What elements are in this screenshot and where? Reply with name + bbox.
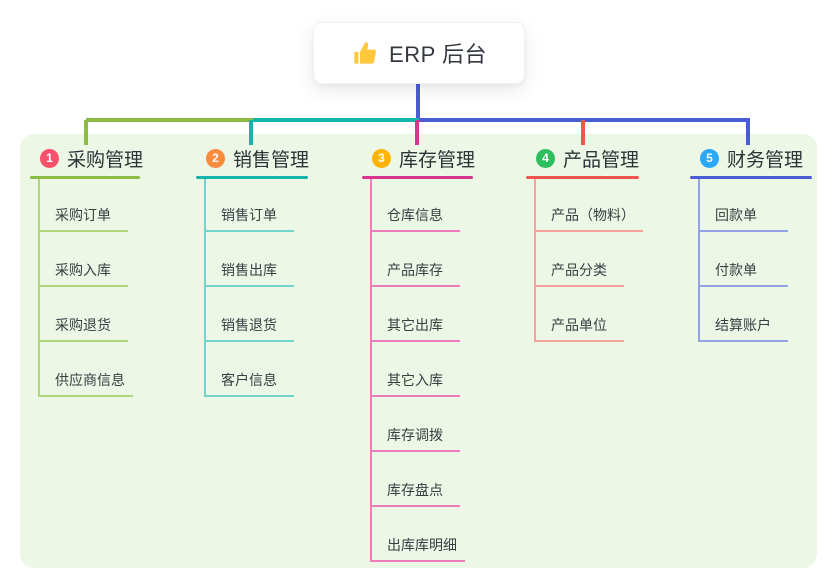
node-purchase-inbound[interactable]: 采购入库 [38,259,128,287]
branch-purchase-mgmt: 1 采购管理 采购订单 采购入库 采购退货 供应商信息 [30,146,144,397]
node-collection-slip[interactable]: 回款单 [698,204,788,232]
node-other-inbound[interactable]: 其它入库 [370,369,460,397]
branch-underline [362,176,473,179]
bus-line-sales [253,118,419,122]
branch-title: 产品管理 [563,149,640,171]
drop-line-sales [249,120,253,145]
thumbs-up-icon [354,41,376,64]
branch-finance-mgmt: 5 财务管理 回款单 付款单 结算账户 [690,146,812,342]
branch-children-line [698,179,700,342]
node-settlement-account[interactable]: 结算账户 [698,314,788,342]
node-warehouse-info[interactable]: 仓库信息 [370,204,460,232]
node-inventory-mgmt[interactable]: 3 库存管理 [362,146,476,171]
branch-children-line [534,179,536,342]
root-node-erp-backend[interactable]: ERP 后台 [313,22,525,84]
node-outbound-detail[interactable]: 出库库明细 [370,534,465,562]
root-node-label: ERP 后台 [389,42,487,67]
branch-title: 销售管理 [233,149,310,171]
branch-children-line [38,179,40,397]
node-stock-transfer[interactable]: 库存调拨 [370,424,460,452]
drop-line-finance [746,120,750,145]
branch-badge-3: 3 [372,148,391,168]
branch-title: 库存管理 [399,149,476,171]
node-other-outbound[interactable]: 其它出库 [370,314,460,342]
branch-product-mgmt: 4 产品管理 产品（物料） 产品分类 产品单位 [526,146,643,342]
node-product-category[interactable]: 产品分类 [534,259,624,287]
branch-underline [526,176,639,179]
branch-underline [196,176,308,179]
drop-line-inventory [415,120,419,145]
node-sales-order[interactable]: 销售订单 [204,204,294,232]
branch-badge-1: 1 [40,148,59,168]
node-purchase-return[interactable]: 采购退货 [38,314,128,342]
branch-children-line [204,179,206,397]
bus-line-purchase [86,118,253,122]
drop-line-product [581,120,585,145]
branch-underline [30,176,140,179]
branch-badge-4: 4 [536,148,555,168]
node-product-material[interactable]: 产品（物料） [534,204,643,232]
branch-badge-2: 2 [206,148,225,168]
branch-badge-5: 5 [700,148,719,168]
node-purchase-mgmt[interactable]: 1 采购管理 [30,146,144,171]
branches-panel-background [20,134,817,568]
branch-underline [690,176,812,179]
branch-inventory-mgmt: 3 库存管理 仓库信息 产品库存 其它出库 其它入库 库存调拨 库存盘点 出库库… [362,146,476,562]
node-sales-return[interactable]: 销售退货 [204,314,294,342]
branch-title: 采购管理 [67,149,144,171]
branch-children-line [370,179,372,562]
node-stock-count[interactable]: 库存盘点 [370,479,460,507]
node-sales-outbound[interactable]: 销售出库 [204,259,294,287]
node-product-stock[interactable]: 产品库存 [370,259,460,287]
node-product-mgmt[interactable]: 4 产品管理 [526,146,640,171]
node-supplier-info[interactable]: 供应商信息 [38,369,133,397]
branch-title: 财务管理 [727,149,804,171]
node-payment-slip[interactable]: 付款单 [698,259,788,287]
node-product-unit[interactable]: 产品单位 [534,314,624,342]
node-purchase-order[interactable]: 采购订单 [38,204,128,232]
node-sales-mgmt[interactable]: 2 销售管理 [196,146,310,171]
root-connector-line [416,82,420,122]
node-customer-info[interactable]: 客户信息 [204,369,294,397]
drop-line-purchase [84,120,88,145]
node-finance-mgmt[interactable]: 5 财务管理 [690,146,812,171]
branch-sales-mgmt: 2 销售管理 销售订单 销售出库 销售退货 客户信息 [196,146,310,397]
